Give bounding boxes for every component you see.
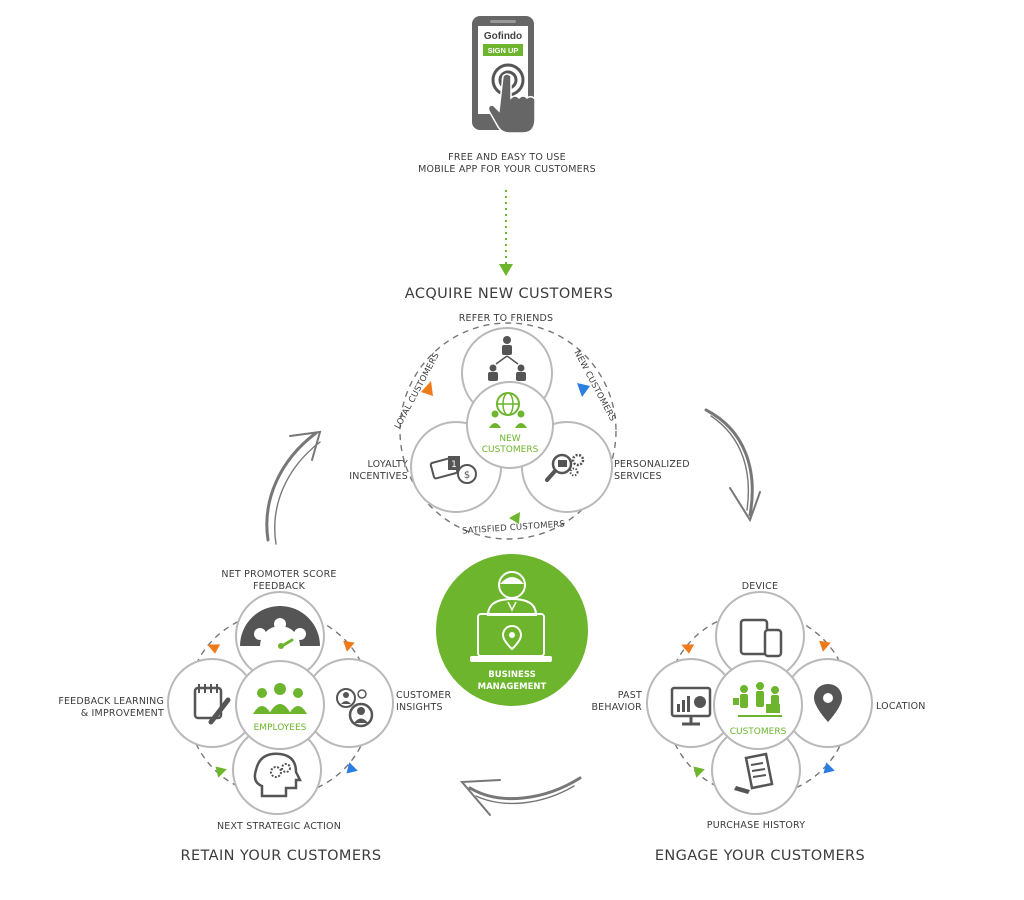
- receipt-icon: [734, 752, 774, 794]
- customers-label: CUSTOMERS: [730, 727, 787, 737]
- insights-label-2: INSIGHTS: [396, 702, 443, 713]
- phone-brand: Gofindo: [484, 31, 522, 42]
- feedback-label: FEEDBACK LEARNING & IMPROVEMENT: [40, 696, 164, 720]
- location-pin-icon: [814, 684, 842, 722]
- svg-text:1: 1: [451, 460, 457, 470]
- personalized-label-2: SERVICES: [614, 471, 662, 482]
- acquire-cycle-ring: [399, 322, 617, 540]
- device-label: DEVICE: [741, 581, 779, 592]
- acquire-cluster: NEW CUSTOMERS 1 $: [399, 322, 617, 540]
- loyalty-label-1: LOYALTY: [367, 459, 408, 470]
- head-gears-icon: [253, 752, 303, 798]
- nps-label: NET PROMOTER SCORE FEEDBACK: [221, 569, 336, 593]
- acquire-arrow-orange: [421, 381, 433, 396]
- nps-gauge-icon: [240, 606, 320, 649]
- arrow-to-retain: [468, 776, 582, 801]
- shoppers-icon: [733, 682, 782, 717]
- devices-icon: [739, 618, 783, 658]
- acquire-arrow-blue: [577, 383, 590, 397]
- retain-title: RETAIN YOUR CUSTOMERS: [180, 848, 382, 864]
- nps-label-1: NET PROMOTER SCORE: [221, 569, 337, 580]
- arrow-to-engage: [704, 408, 754, 517]
- customer-insights-icon: [336, 688, 374, 728]
- search-gear-icon: [545, 453, 585, 482]
- arrow-to-acquire: [265, 431, 318, 542]
- location-label: LOCATION: [876, 701, 926, 712]
- new-customers-label-1: NEW: [499, 434, 520, 444]
- engage-cluster: CUSTOMERS: [646, 591, 873, 815]
- purchase-label: PURCHASE HISTORY: [706, 820, 806, 831]
- employees-label: EMPLOYEES: [254, 723, 307, 733]
- new-customers-circle: [466, 381, 554, 469]
- employees-icon: [253, 683, 307, 714]
- loyalty-label-2: INCENTIVES: [349, 471, 408, 482]
- refer-label: REFER TO FRIENDS: [458, 313, 554, 324]
- past-behavior-label-1: PAST: [617, 690, 642, 701]
- notepad-pencil-icon: [193, 684, 231, 725]
- nps-label-2: FEEDBACK: [252, 581, 306, 592]
- svg-text:$: $: [464, 470, 470, 481]
- personalized-label: PERSONALIZED SERVICES: [614, 459, 690, 483]
- analytics-chart-icon: [670, 686, 712, 726]
- feedback-label-1: FEEDBACK LEARNING: [58, 696, 164, 707]
- phone-caption-line1: FREE AND EASY TO USE: [448, 152, 566, 163]
- loyalty-label: LOYALTY INCENTIVES: [338, 459, 408, 483]
- phone-icon: Gofindo SIGN UP: [472, 16, 536, 134]
- acquire-title: ACQUIRE NEW CUSTOMERS: [404, 286, 614, 302]
- next-action-label: NEXT STRATEGIC ACTION: [216, 821, 342, 832]
- personalized-label-1: PERSONALIZED: [614, 459, 690, 470]
- referral-icon: [488, 336, 526, 381]
- phone-caption: FREE AND EASY TO USE MOBILE APP FOR YOUR…: [418, 152, 596, 176]
- feedback-label-2: & IMPROVEMENT: [80, 708, 164, 719]
- retain-cluster: EMPLOYEES: [167, 591, 394, 815]
- phone-caption-line2: MOBILE APP FOR YOUR CUSTOMERS: [418, 164, 596, 175]
- new-customers-label-2: CUSTOMERS: [482, 445, 539, 455]
- business-label-2: MANAGEMENT: [478, 682, 547, 692]
- signup-flow-arrowhead: [499, 264, 513, 276]
- insights-label: CUSTOMER INSIGHTS: [396, 690, 451, 714]
- business-label-1: BUSINESS: [488, 670, 535, 680]
- insights-label-1: CUSTOMER: [396, 690, 452, 701]
- past-behavior-label-2: BEHAVIOR: [591, 702, 642, 713]
- globe-people-icon: [489, 392, 527, 428]
- acquire-arrow-green: [509, 512, 520, 524]
- phone-signup-button: SIGN UP: [488, 46, 519, 55]
- engage-title: ENGAGE YOUR CUSTOMERS: [654, 848, 866, 864]
- business-management-hub: BUSINESS MANAGEMENT: [436, 554, 588, 706]
- past-behavior-label: PAST BEHAVIOR: [570, 690, 642, 714]
- cycle-arrows: [265, 408, 761, 816]
- loyalty-incentives-icon: 1 $: [429, 456, 477, 484]
